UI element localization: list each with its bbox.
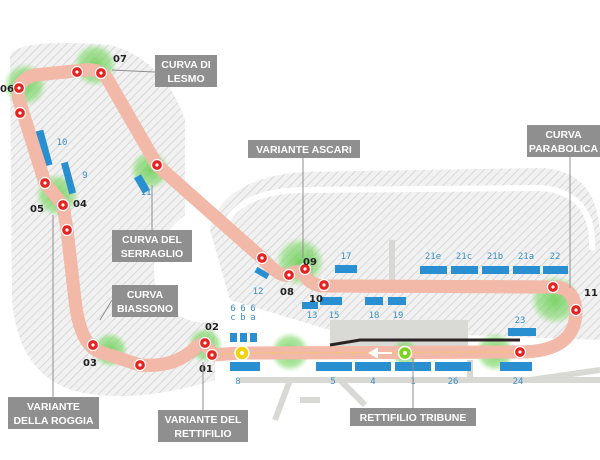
grandstand[interactable] [320, 297, 342, 305]
grandstand-label: 8 [235, 377, 240, 387]
corner-name-box [158, 410, 248, 442]
leader-line [99, 299, 113, 321]
grandstand[interactable] [435, 362, 471, 371]
corner-name: LESMO [167, 73, 204, 85]
grandstand[interactable] [513, 266, 540, 274]
grandstand-label: c [230, 313, 235, 323]
grandstand[interactable] [60, 161, 77, 195]
corner-name-box [8, 397, 99, 429]
grandstand-label: 21c [456, 252, 472, 262]
corner-name: CURVA DI [161, 59, 210, 71]
corner-name: VARIANTE ASCARI [256, 144, 352, 156]
grandstand[interactable] [420, 266, 447, 274]
grandstand-label: 11 [141, 188, 152, 198]
corner-name: RETTIFILIO TRIBUNE [360, 412, 467, 424]
corner-name-box [350, 408, 476, 426]
grandstand[interactable] [35, 129, 53, 167]
grandstand-label: b [240, 313, 245, 323]
grandstand-label: 21e [425, 252, 441, 262]
turn-number: 06 [0, 84, 14, 95]
grandstand[interactable] [500, 362, 532, 371]
corner-name: PARABOLICA [529, 143, 599, 155]
turn-number: 07 [113, 54, 127, 65]
grandstand[interactable] [240, 333, 247, 342]
grandstand[interactable] [335, 265, 357, 273]
grandstand-label: 23 [515, 316, 526, 326]
corner-name-box [155, 55, 217, 87]
corner-name: CURVA [545, 129, 582, 141]
grandstand-label: 12 [253, 287, 264, 297]
turn-number: 11 [584, 288, 598, 299]
corner-name-box [527, 125, 600, 157]
grandstand-label: 17 [341, 252, 352, 262]
corner-name: RETTIFILIO [174, 428, 231, 440]
grandstand[interactable] [134, 174, 150, 194]
grandstand-label: 10 [57, 138, 68, 148]
corner-name: SERRAGLIO [121, 248, 183, 260]
corner-name-box [112, 285, 178, 317]
grandstand-label: 26 [448, 377, 459, 387]
corner-name-box [248, 140, 360, 158]
turn-number: 05 [30, 204, 44, 215]
grandstand-label: 19 [393, 311, 404, 321]
grandstand[interactable] [230, 333, 237, 342]
grandstand-label: 6 [240, 304, 245, 314]
grandstand[interactable] [451, 266, 478, 274]
grandstand-label: a [250, 313, 255, 323]
grandstand[interactable] [250, 333, 257, 342]
corner-name: CURVA DEL [122, 234, 182, 246]
grandstand-label: 9 [82, 171, 87, 181]
corner-name-box [112, 230, 192, 262]
direction-arrow-icon [367, 347, 392, 359]
corner-name: BIASSONO [117, 303, 173, 315]
corner-name: DELLA ROGGIA [13, 415, 94, 427]
turn-number: 08 [280, 287, 294, 298]
grandstand-label: 15 [329, 311, 340, 321]
grandstand[interactable] [388, 297, 406, 305]
grandstand[interactable] [316, 362, 352, 371]
grandstand[interactable] [254, 266, 270, 280]
turn-number: 09 [303, 257, 317, 268]
grandstand-label: 21a [518, 252, 534, 262]
grandstand[interactable] [302, 302, 318, 309]
grandstand-label: 5 [330, 377, 335, 387]
turn-number: 01 [199, 364, 213, 375]
grandstand-label: 24 [513, 377, 524, 387]
grandstand[interactable] [543, 266, 568, 274]
grandstand-label: 22 [550, 252, 561, 262]
grandstand-label: 18 [369, 311, 380, 321]
grandstand[interactable] [355, 362, 391, 371]
leader-line [111, 69, 156, 73]
grandstand-label: 6 [250, 304, 255, 314]
turn-number: 03 [83, 358, 97, 369]
grandstand[interactable] [230, 362, 260, 371]
oval-area [210, 168, 600, 340]
grandstand-label: 13 [307, 311, 318, 321]
corner-name: VARIANTE DEL [165, 414, 242, 426]
turn-number: 02 [205, 322, 219, 333]
pit-lane [329, 338, 520, 347]
grandstand[interactable] [508, 328, 536, 336]
corner-name: VARIANTE [27, 401, 80, 413]
grandstand[interactable] [365, 297, 383, 305]
turn-number: 04 [73, 199, 87, 210]
corner-name: CURVA [127, 289, 164, 301]
grandstand-label: 4 [370, 377, 375, 387]
grandstand[interactable] [482, 266, 509, 274]
grandstand-label: 21b [487, 252, 503, 262]
grandstand-label: 6 [230, 304, 235, 314]
turn-number: 10 [309, 294, 323, 305]
